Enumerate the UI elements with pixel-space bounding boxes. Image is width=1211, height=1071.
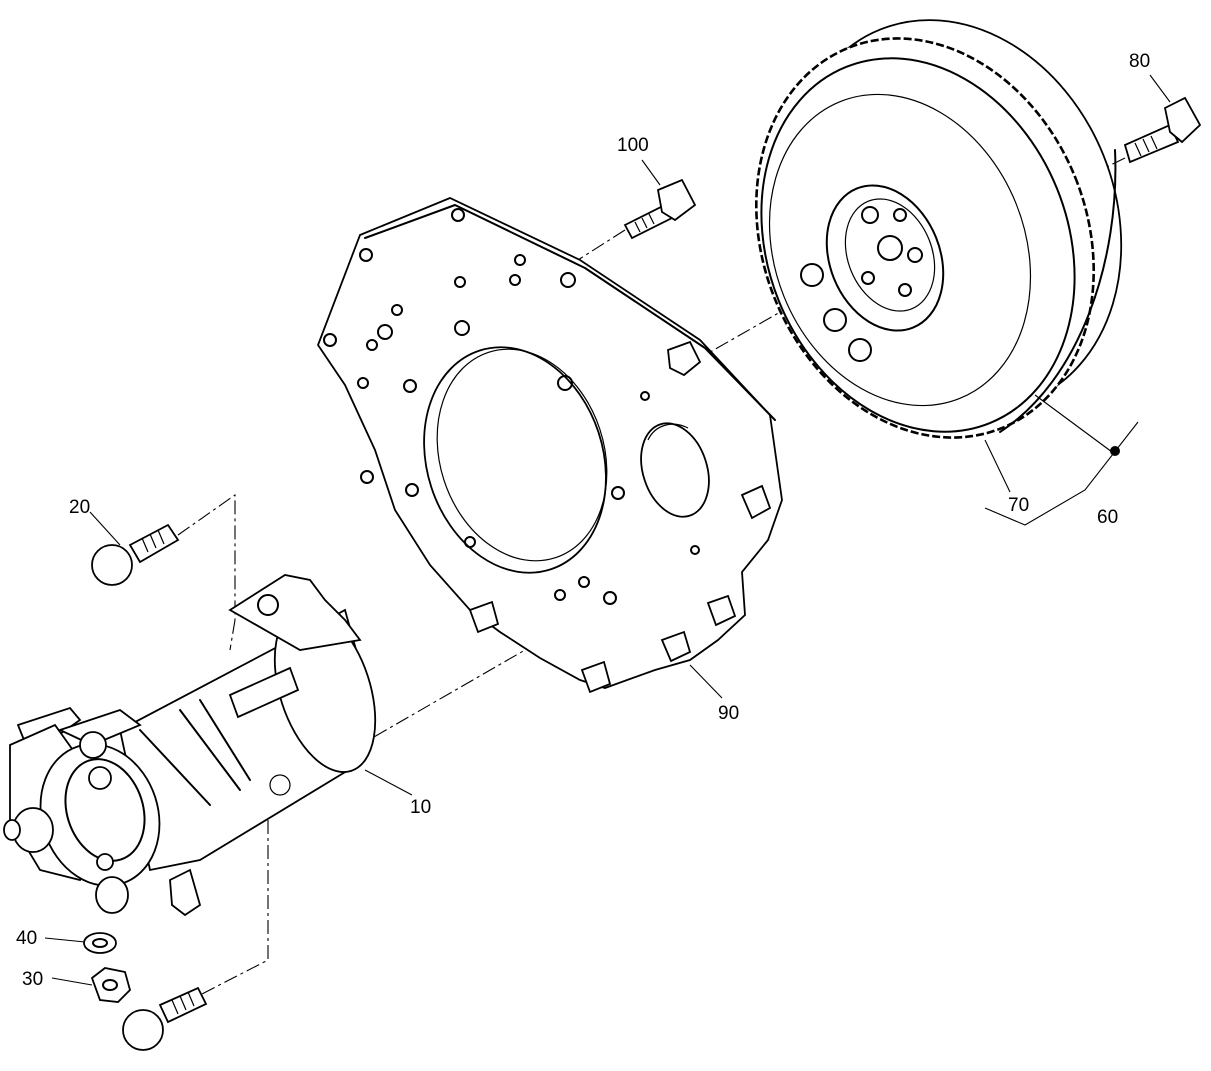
leader-lines [44, 74, 1171, 986]
callout-20: 20 [69, 497, 90, 518]
callout-100: 100 [617, 135, 649, 156]
bolt-80 [1123, 96, 1202, 164]
reference-dot [1110, 446, 1120, 456]
nut-30 [90, 967, 132, 1003]
bolt-20 [91, 523, 180, 586]
starter-motor [3, 574, 377, 917]
callout-labels: 20 40 30 10 100 80 90 70 60 [16, 51, 1150, 990]
flywheel [755, 19, 1123, 439]
callout-70: 70 [1008, 495, 1029, 516]
callout-80: 80 [1129, 51, 1150, 72]
callout-10: 10 [410, 797, 431, 818]
callout-90: 90 [718, 703, 739, 724]
callout-60: 60 [1097, 507, 1118, 528]
lock-washer-40 [83, 932, 117, 954]
adapter-plate [316, 197, 783, 694]
bolt-lower [122, 986, 208, 1051]
callout-40: 40 [16, 928, 37, 949]
bolt-100 [623, 178, 697, 240]
callout-30: 30 [22, 969, 43, 990]
